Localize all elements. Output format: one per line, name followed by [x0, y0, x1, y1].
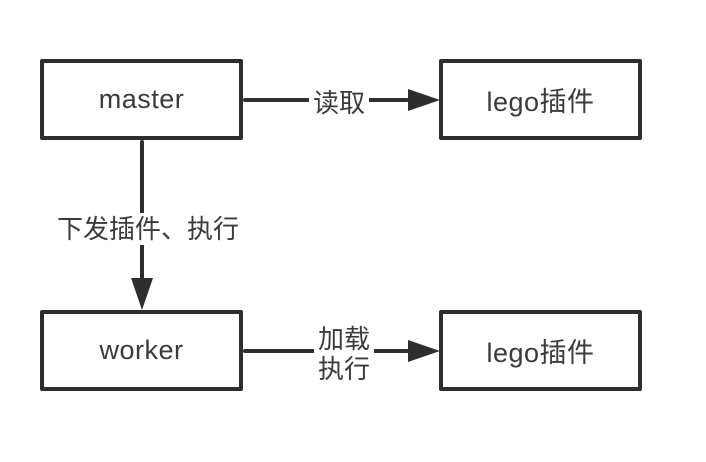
edge-dispatch-line: [140, 140, 144, 280]
node-lego-plugin-top: lego插件: [439, 59, 642, 140]
arrowhead-down-icon: [131, 278, 153, 310]
node-master: master: [40, 59, 243, 140]
edge-read-label: 读取: [308, 87, 370, 119]
arrowhead-right-icon: [408, 89, 440, 111]
edge-load-execute-label: 加载 执行: [313, 323, 375, 385]
node-lego-plugin-bottom: lego插件: [439, 310, 642, 391]
node-worker: worker: [40, 310, 243, 391]
edge-dispatch-label: 下发插件、执行: [52, 213, 244, 245]
arrowhead-right-icon: [408, 340, 440, 362]
